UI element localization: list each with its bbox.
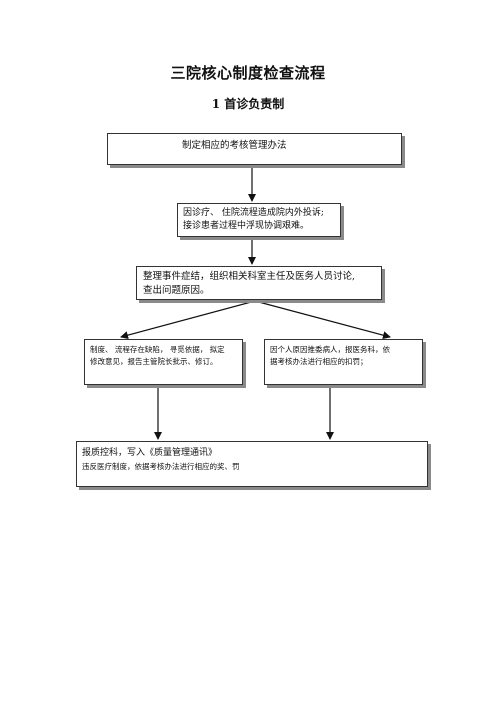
box5-line-2: 据考核办法进行相应的扣罚； [270,357,368,366]
box1-text: 制定相应的考核管理办法 [182,140,287,151]
box2-line-1: 因诊疗、 住院流程造成院内外投诉; [183,208,324,218]
flow-box-discussion: 整理事件症结，组织相关科室主任及医务人员讨论, 查出问题原因。 [136,266,382,300]
flow-box-personal-cause: 因个人原因推委病人，报医务科，依 据考核办法进行相应的扣罚； [264,339,423,385]
arrow-box3-to-box4 [120,300,256,340]
box6-line-1: 报质控科，写入《质量管理通讯》 [82,448,218,458]
flow-box-management-method: 制定相应的考核管理办法 [107,133,402,165]
box4-line-2: 修改意见，报告主管院长批示、修订。 [90,357,218,366]
box2-line-2: 接诊患者过程中浮现协调艰难。 [183,221,310,231]
flow-box-system-defect: 制度、 流程存在缺陷， 寻觅依据， 拟定 修改意见，报告主管院长批示、修订。 [84,339,243,385]
flow-box-quality-control: 报质控科，写入《质量管理通讯》 违反医疗制度，依据考核办法进行相应的奖、罚 [76,441,428,487]
box6-line-2: 违反医疗制度，依据考核办法进行相应的奖、罚 [82,462,240,471]
arrow-box3-to-box5 [254,300,391,340]
page-title: 三院核心制度检查流程 [170,64,326,82]
box4-line-1: 制度、 流程存在缺陷， 寻觅依据， 拟定 [90,345,225,354]
box3-line-1: 整理事件症结，组织相关科室主任及医务人员讨论, [143,271,356,282]
flow-box-complaint: 因诊疗、 住院流程造成院内外投诉; 接诊患者过程中浮现协调艰难。 [177,203,341,237]
section-subtitle: 1 首诊负责制 [211,97,285,111]
box5-line-1: 因个人原因推委病人，报医务科，依 [270,345,390,354]
box3-line-2: 查出问题原因。 [143,285,210,296]
